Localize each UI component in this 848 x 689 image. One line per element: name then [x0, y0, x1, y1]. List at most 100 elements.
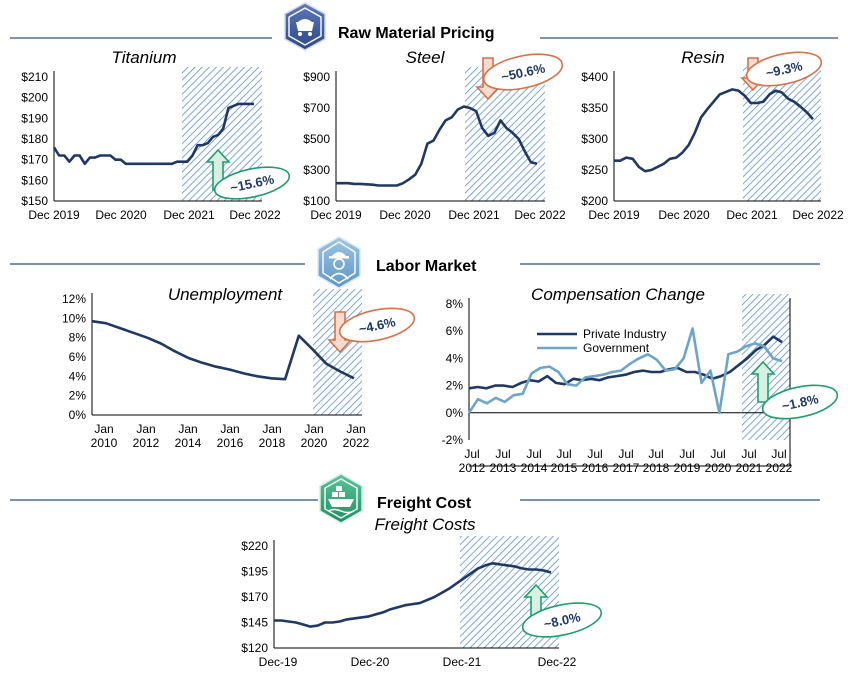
y-tick-label: $250 [581, 163, 608, 177]
x-tick-label: Dec-20 [351, 655, 390, 669]
y-tick-label: $200 [21, 91, 48, 105]
y-tick-label: 0% [446, 406, 464, 420]
section-header-raw-material: Raw Material Pricing [10, 2, 838, 51]
y-tick-label: $700 [303, 101, 330, 115]
legend-label: Government [583, 341, 650, 355]
y-tick-label: $190 [21, 111, 48, 125]
x-tick-label: Dec 2021 [163, 208, 215, 222]
series-line-main [614, 88, 814, 173]
chart-title: Resin [681, 48, 724, 67]
y-tick-label: 4% [446, 351, 464, 365]
callout-bubble [745, 51, 823, 87]
callout-bubble [338, 307, 416, 343]
change-callout: ~8.0% [521, 583, 603, 638]
chart-title: Compensation Change [531, 285, 705, 304]
y-tick-label: 6% [69, 350, 87, 364]
section-title: Freight Cost [377, 495, 472, 512]
change-callout: ~9.3% [740, 51, 823, 92]
series-line-main [52, 102, 254, 166]
chart-title: Freight Costs [374, 515, 476, 534]
x-tick-label: Dec-21 [443, 655, 482, 669]
y-tick-label: $170 [241, 590, 268, 604]
chart-title: Steel [406, 48, 446, 67]
y-tick-label: $170 [21, 153, 48, 167]
callout-bubble [213, 166, 291, 200]
x-tick-label: Dec 2020 [379, 208, 431, 222]
y-tick-label: 0% [69, 408, 87, 422]
x-tick-label: Dec-19 [259, 655, 298, 669]
callout-bubble [761, 384, 839, 420]
chart-titanium: Titanium $150 $160 $170 $180 $190 $200 $210Dec … [21, 48, 291, 222]
y-tick-label: 10% [62, 311, 86, 325]
callout-bubble [521, 602, 603, 638]
x-tick-label: Dec 2019 [28, 208, 80, 222]
y-tick-label: 2% [446, 379, 464, 393]
y-tick-label: $100 [303, 194, 330, 208]
y-tick-label: $145 [241, 616, 268, 630]
y-tick-label: $300 [303, 163, 330, 177]
legend-label: Private Industry [583, 327, 666, 341]
y-tick-label: $350 [581, 101, 608, 115]
x-tick-label: Dec-22 [538, 655, 577, 669]
y-tick-label: $120 [241, 641, 268, 655]
y-tick-label: 4% [69, 369, 87, 383]
x-tick-label: Dec 2022 [229, 208, 281, 222]
y-tick-label: $150 [21, 194, 48, 208]
series-line-private-industry [468, 335, 783, 390]
y-tick-label: 6% [446, 324, 464, 338]
y-tick-label: $195 [241, 565, 268, 579]
callout-bubble [482, 53, 564, 91]
cargo-ship-icon [319, 473, 363, 524]
change-callout: ~15.6% [205, 148, 291, 200]
x-tick-label: Dec 2020 [658, 208, 710, 222]
x-tick-label: Dec 2021 [726, 208, 778, 222]
series-line-main [274, 561, 552, 628]
series-line-main [336, 105, 538, 187]
chart-title: Titanium [111, 48, 176, 67]
worker-icon [317, 236, 361, 289]
chart-title: Unemployment [168, 285, 284, 304]
y-tick-label: -2% [442, 433, 464, 447]
change-callout: ~1.8% [750, 360, 839, 420]
series-line-main [91, 319, 355, 381]
change-callout: ~50.6% [475, 53, 564, 101]
mine-cart-icon [284, 2, 326, 51]
x-tick-label: Dec 2022 [792, 208, 844, 222]
forecast-hatch-region [743, 67, 821, 201]
y-tick-label: $300 [581, 132, 608, 146]
y-tick-label: $220 [241, 539, 268, 553]
change-callout: ~4.6% [327, 307, 416, 354]
y-tick-label: $160 [21, 173, 48, 187]
y-tick-label: 12% [62, 292, 86, 306]
y-tick-label: 2% [69, 389, 87, 403]
y-tick-label: $400 [581, 70, 608, 84]
y-tick-label: $210 [21, 70, 48, 84]
y-tick-label: $500 [303, 132, 330, 146]
y-tick-label: $180 [21, 132, 48, 146]
y-tick-label: 8% [69, 331, 87, 345]
section-title: Labor Market [376, 258, 477, 275]
